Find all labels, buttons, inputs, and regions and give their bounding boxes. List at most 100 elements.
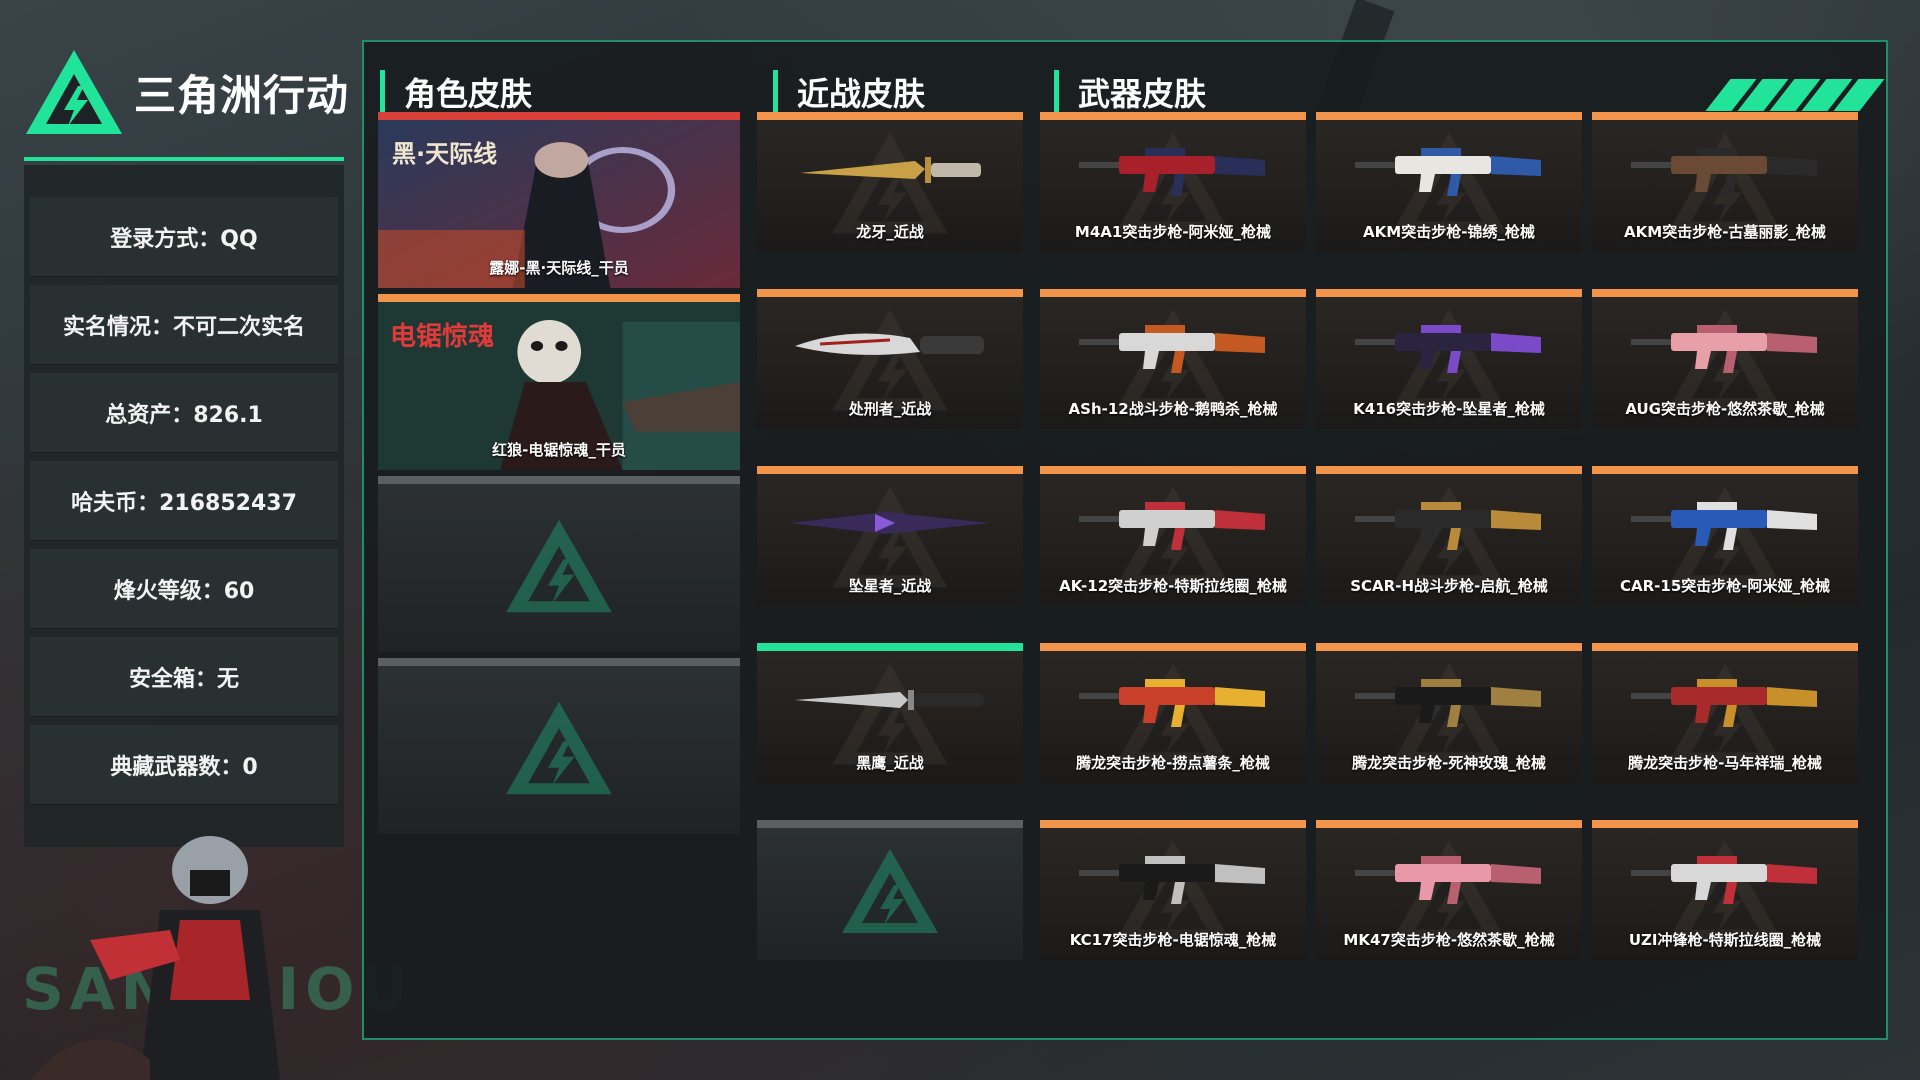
info-haf-coin: 哈夫币：216852437 — [30, 461, 338, 541]
tile-watermark-icon — [830, 661, 950, 771]
empty-slot-logo-icon — [504, 699, 614, 800]
character-skin-tile[interactable] — [378, 476, 740, 652]
weapon-skin-tile[interactable]: ASh-12战斗步枪-鹅鸭杀_枪械 — [1040, 289, 1306, 429]
tile-rarity-bar — [378, 658, 740, 666]
knife-icon — [790, 680, 990, 724]
skin-name-label: 龙牙_近战 — [856, 223, 924, 241]
skin-name-label: AKM突击步枪-古墓丽影_枪械 — [1624, 223, 1826, 241]
rifle-icon — [1075, 488, 1271, 562]
tile-rarity-bar — [1316, 112, 1582, 120]
weapon-skin-tile[interactable]: 腾龙突击步枪-捞点薯条_枪械 — [1040, 643, 1306, 783]
info-realname: 实名情况：不可二次实名 — [30, 285, 338, 365]
skin-name-label: AUG突击步枪-悠然茶歇_枪械 — [1625, 400, 1825, 418]
weapon-skin-tile[interactable]: MK47突击步枪-悠然茶歇_枪械 — [1316, 820, 1582, 960]
tile-rarity-bar — [1040, 643, 1306, 651]
melee-skin-tile[interactable]: 处刑者_近战 — [757, 289, 1023, 429]
tile-rarity-bar — [378, 476, 740, 484]
empty-slot-logo-icon — [840, 847, 940, 939]
melee-skin-tile[interactable] — [757, 820, 1023, 960]
skin-name-label: SCAR-H战斗步枪-启航_枪械 — [1350, 577, 1548, 595]
character-figure-icon — [30, 836, 280, 1080]
art-title-text: 黑·天际线 — [392, 140, 498, 168]
tile-rarity-bar — [1592, 466, 1858, 474]
account-info-panel: 登录方式：QQ 实名情况：不可二次实名 总资产：826.1 哈夫币：216852… — [24, 165, 344, 847]
rifle-icon — [1351, 134, 1547, 208]
tile-rarity-bar — [1316, 466, 1582, 474]
rifle-icon — [1627, 134, 1823, 208]
tile-rarity-bar — [1592, 643, 1858, 651]
skins-panel: 角色皮肤 近战皮肤 武器皮肤 黑·天际线露娜-黑·天际线_干员 电锯惊魂红狼-电… — [362, 40, 1888, 1040]
skin-name-label: 坠星者_近战 — [848, 577, 932, 595]
skin-name-label: 露娜-黑·天际线_干员 — [489, 259, 629, 277]
skin-name-label: ASh-12战斗步枪-鹅鸭杀_枪械 — [1068, 400, 1278, 418]
rifle-icon — [1075, 842, 1271, 916]
weapon-skin-tile[interactable]: UZI冲锋枪-特斯拉线圈_枪械 — [1592, 820, 1858, 960]
skin-name-label: 腾龙突击步枪-马年祥瑞_枪械 — [1628, 754, 1822, 772]
rifle-icon — [1075, 311, 1271, 385]
melee-skin-tile[interactable]: 黑鹰_近战 — [757, 643, 1023, 783]
weapon-skin-tile[interactable]: AUG突击步枪-悠然茶歇_枪械 — [1592, 289, 1858, 429]
rifle-icon — [1627, 842, 1823, 916]
tile-rarity-bar — [757, 112, 1023, 120]
tile-rarity-bar — [1316, 289, 1582, 297]
tile-rarity-bar — [757, 643, 1023, 651]
tile-watermark-icon — [830, 484, 950, 594]
rifle-icon — [1351, 311, 1547, 385]
dagger-purple-icon — [785, 498, 995, 552]
delta-logo-icon — [26, 50, 122, 134]
weapon-skin-tile[interactable]: SCAR-H战斗步枪-启航_枪械 — [1316, 466, 1582, 606]
info-level: 烽火等级：60 — [30, 549, 338, 629]
character-skin-tile[interactable]: 电锯惊魂红狼-电锯惊魂_干员 — [378, 294, 740, 470]
rifle-icon — [1627, 488, 1823, 562]
weapon-skin-tile[interactable]: KC17突击步枪-电锯惊魂_枪械 — [1040, 820, 1306, 960]
rifle-icon — [1351, 665, 1547, 739]
tile-rarity-bar — [1592, 289, 1858, 297]
character-art-image: 黑·天际线 — [378, 120, 740, 288]
weapon-skin-tile[interactable]: AK-12突击步枪-特斯拉线圈_枪械 — [1040, 466, 1306, 606]
skin-name-label: 黑鹰_近战 — [856, 754, 924, 772]
weapon-skin-tile[interactable]: 腾龙突击步枪-马年祥瑞_枪械 — [1592, 643, 1858, 783]
decor-stripes — [1705, 79, 1885, 111]
melee-skin-tile[interactable]: 坠星者_近战 — [757, 466, 1023, 606]
tile-rarity-bar — [757, 466, 1023, 474]
info-collect-weapons: 典藏武器数：0 — [30, 725, 338, 805]
app-title: 三角洲行动 — [134, 70, 350, 120]
skin-name-label: AKM突击步枪-锦绣_枪械 — [1363, 223, 1535, 241]
weapon-skin-tile[interactable]: M4A1突击步枪-阿米娅_枪械 — [1040, 112, 1306, 252]
rifle-icon — [1075, 134, 1271, 208]
character-skin-tile[interactable]: 黑·天际线露娜-黑·天际线_干员 — [378, 112, 740, 288]
weapon-skin-tile[interactable]: AKM突击步枪-古墓丽影_枪械 — [1592, 112, 1858, 252]
tile-rarity-bar — [1040, 466, 1306, 474]
info-safebox: 安全箱：无 — [30, 637, 338, 717]
rifle-icon — [1351, 842, 1547, 916]
rifle-icon — [1351, 488, 1547, 562]
weapon-skin-tile[interactable]: 腾龙突击步枪-死神玫瑰_枪械 — [1316, 643, 1582, 783]
logo-underline — [24, 157, 344, 161]
tile-rarity-bar — [757, 289, 1023, 297]
tile-rarity-bar — [1040, 289, 1306, 297]
info-login: 登录方式：QQ — [30, 197, 338, 277]
skin-name-label: KC17突击步枪-电锯惊魂_枪械 — [1069, 931, 1277, 949]
weapon-skin-tile[interactable]: K416突击步枪-坠星者_枪械 — [1316, 289, 1582, 429]
art-title-text: 电锯惊魂 — [390, 322, 495, 352]
weapon-skin-tile[interactable]: CAR-15突击步枪-阿米娅_枪械 — [1592, 466, 1858, 606]
skin-name-label: 红狼-电锯惊魂_干员 — [492, 441, 626, 459]
character-skin-tile[interactable] — [378, 658, 740, 834]
empty-slot-logo-icon — [504, 517, 614, 618]
info-total-assets: 总资产：826.1 — [30, 373, 338, 453]
blade-icon — [790, 316, 990, 380]
character-art-image: 电锯惊魂 — [378, 302, 740, 470]
melee-skin-tile[interactable]: 龙牙_近战 — [757, 112, 1023, 252]
tile-rarity-bar — [378, 294, 740, 302]
skin-name-label: UZI冲锋枪-特斯拉线圈_枪械 — [1628, 931, 1822, 949]
rifle-icon — [1627, 665, 1823, 739]
tile-watermark-icon — [830, 130, 950, 240]
knife-gold-icon — [795, 139, 985, 203]
skin-name-label: 腾龙突击步枪-死神玫瑰_枪械 — [1352, 754, 1546, 772]
skin-name-label: MK47突击步枪-悠然茶歇_枪械 — [1343, 931, 1555, 949]
skin-name-label: K416突击步枪-坠星者_枪械 — [1353, 400, 1545, 418]
weapon-skin-tile[interactable]: AKM突击步枪-锦绣_枪械 — [1316, 112, 1582, 252]
section-title-character: 角色皮肤 — [380, 70, 532, 114]
app-logo: 三角洲行动 — [24, 44, 354, 140]
tile-watermark-icon — [830, 307, 950, 417]
